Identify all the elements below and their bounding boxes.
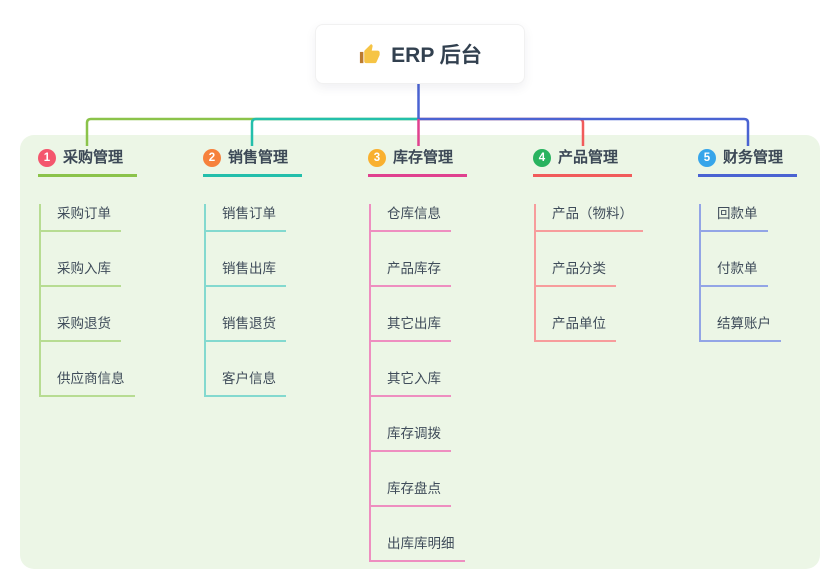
root-node-erp[interactable]: ERP 后台	[315, 24, 525, 84]
child-node[interactable]: 结算账户	[701, 314, 781, 342]
child-node[interactable]: 销售订单	[206, 204, 286, 232]
branch-node-3[interactable]: 3 库存管理	[368, 148, 468, 177]
branch-label: 财务管理	[723, 149, 784, 166]
branch-label: 库存管理	[393, 149, 454, 166]
branch-node-5[interactable]: 5 财务管理	[698, 148, 798, 177]
child-node[interactable]: 产品分类	[536, 259, 616, 287]
branch-children: 回款单付款单结算账户	[699, 204, 797, 342]
root-title: ERP 后台	[391, 44, 482, 67]
child-node[interactable]: 仓库信息	[371, 204, 451, 232]
child-node[interactable]: 产品（物料）	[536, 204, 643, 232]
child-node[interactable]: 产品单位	[536, 314, 616, 342]
branch-children: 仓库信息产品库存其它出库其它入库库存调拨库存盘点出库库明细	[369, 204, 467, 562]
branch-node-4[interactable]: 4 产品管理	[533, 148, 633, 177]
thumbs-up-icon	[358, 43, 381, 66]
branch-number-badge: 1	[38, 149, 56, 167]
child-node[interactable]: 出库库明细	[371, 534, 465, 562]
branch-number-badge: 2	[203, 149, 221, 167]
child-node[interactable]: 其它入库	[371, 369, 451, 397]
child-node[interactable]: 采购入库	[41, 259, 121, 287]
branch-1: 1 采购管理 采购订单采购入库采购退货供应商信息	[38, 148, 138, 397]
branch-2: 2 销售管理 销售订单销售出库销售退货客户信息	[203, 148, 303, 397]
branch-number-badge: 4	[533, 149, 551, 167]
child-node[interactable]: 产品库存	[371, 259, 451, 287]
branch-label: 销售管理	[228, 149, 289, 166]
branch-5: 5 财务管理 回款单付款单结算账户	[698, 148, 798, 342]
child-node[interactable]: 采购订单	[41, 204, 121, 232]
branch-label: 产品管理	[558, 149, 619, 166]
branch-3: 3 库存管理 仓库信息产品库存其它出库其它入库库存调拨库存盘点出库库明细	[368, 148, 468, 562]
child-node[interactable]: 供应商信息	[41, 369, 135, 397]
child-node[interactable]: 销售退货	[206, 314, 286, 342]
child-node[interactable]: 库存盘点	[371, 479, 451, 507]
child-node[interactable]: 付款单	[701, 259, 768, 287]
branch-children: 采购订单采购入库采购退货供应商信息	[39, 204, 137, 397]
child-node[interactable]: 其它出库	[371, 314, 451, 342]
child-node[interactable]: 库存调拨	[371, 424, 451, 452]
child-node[interactable]: 销售出库	[206, 259, 286, 287]
branch-4: 4 产品管理 产品（物料） 产品分类产品单位	[533, 148, 643, 342]
branch-node-2[interactable]: 2 销售管理	[203, 148, 303, 177]
child-node[interactable]: 客户信息	[206, 369, 286, 397]
child-node[interactable]: 采购退货	[41, 314, 121, 342]
branch-number-badge: 3	[368, 149, 386, 167]
branch-label: 采购管理	[63, 149, 124, 166]
branches-panel	[20, 135, 820, 569]
branch-node-1[interactable]: 1 采购管理	[38, 148, 138, 177]
branch-children: 销售订单销售出库销售退货客户信息	[204, 204, 302, 397]
branch-children: 产品（物料） 产品分类产品单位	[534, 204, 643, 342]
branch-number-badge: 5	[698, 149, 716, 167]
child-node[interactable]: 回款单	[701, 204, 768, 232]
